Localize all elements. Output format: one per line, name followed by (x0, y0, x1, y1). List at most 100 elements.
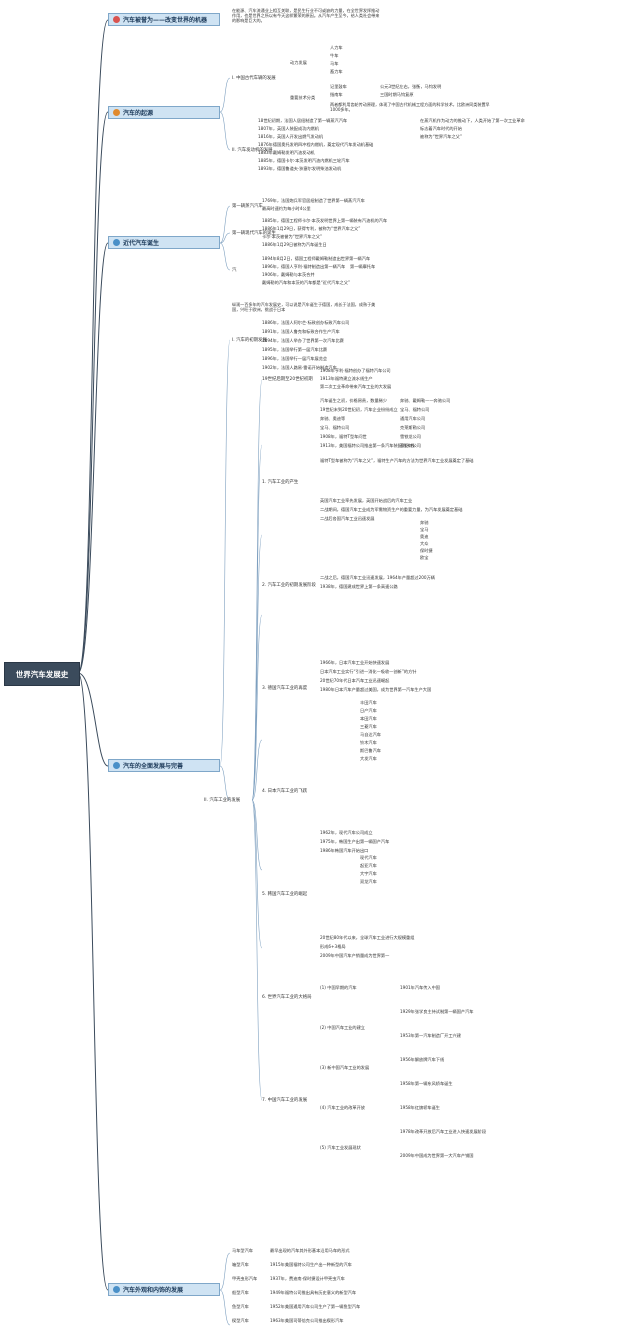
industry-sub: 5. 韩国汽车工业的崛起 (262, 892, 308, 897)
company-item: 奔驰、戴姆勒——奔驰公司 (400, 398, 451, 403)
section-4-title: 汽车的全面发展与完善 (123, 763, 184, 770)
industry-sub: 2. 汽车工业的初期发展阶段 (262, 583, 316, 588)
dot-icon (113, 762, 120, 769)
tech-text: 两者都利用齿轮传动原理，体现了中国古代机械工程方面的科学技术，比欧洲同类装置早1… (330, 102, 490, 112)
styling-desc: 1952年美国通用汽车公司生产了第一辆鱼型汽车 (270, 1304, 361, 1309)
industry-sub: 4. 日本汽车工业的飞跃 (262, 789, 308, 794)
china-sub: (4) 汽车工业的改革开放 (320, 1105, 365, 1110)
p5-item: 1938年，德国建成世界上第一条高速公路 (320, 584, 398, 589)
early-item: 1902年，法国人路易·雷诺开始制造汽车 (262, 365, 337, 370)
branch-steam-car[interactable]: 第一辆蒸汽汽车 (232, 204, 263, 209)
p2-item: 奔驰、奥迪等 (320, 416, 346, 421)
germany-brand: 保时捷 (420, 548, 433, 553)
dot-icon (113, 1286, 120, 1293)
section-3-title: 近代汽车诞生 (123, 240, 160, 247)
section-2-node[interactable]: 汽车的起源 (108, 106, 220, 119)
tech-label: 重要技术分类 (290, 95, 316, 100)
engine-item: 1816年，英国人开发出燃气发动机 (258, 134, 324, 139)
korea-brand: 双龙汽车 (360, 879, 377, 884)
s3-c-item: 戴姆勒的汽车和本茨的汽车都是“近代汽车之父” (262, 280, 351, 285)
p2-item: 1913年，美国福特公司推出第一条汽车装配流水线 (320, 443, 415, 448)
korea-item: 1962年，现代汽车公司成立 (320, 830, 373, 835)
branch-modern-car[interactable]: 第一辆现代汽车的诞生 (232, 231, 276, 236)
branch-industry-dev[interactable]: II. 汽车工业的发展 (204, 798, 241, 803)
korea-item: 1975年，韩国生产出第一辆国产汽车 (320, 839, 390, 844)
p1-item: 1908年亨利·福特创办了福特汽车公司 (320, 368, 391, 373)
p4-item: 二战后各国汽车工业迅速发展 (320, 516, 375, 521)
modern-item: 1886年1月29日被称为汽车诞生日 (262, 242, 327, 247)
industry-sub: 6. 世界汽车工业的大格局 (262, 995, 312, 1000)
germany-brand: 大众 (420, 541, 429, 546)
p2-item: 汽车诞生之初，价格昂贵，数量稀少 (320, 398, 388, 403)
modern-item: 卡尔·本茨被誉为“世界汽车之父” (262, 234, 323, 239)
section-2-title: 汽车的起源 (123, 110, 154, 117)
branch-early-dev[interactable]: I. 汽车的初期发展 (232, 338, 267, 343)
germany-brand: 奥迪 (420, 534, 429, 539)
p5-item: 二战之后，德国汽车工业迅速发展，1964年产量超过200万辆 (320, 575, 435, 580)
germany-brand: 宝马 (420, 527, 429, 532)
root-node[interactable]: 世界汽车发展史 (4, 662, 80, 686)
china-sub: (5) 汽车工业发展现状 (320, 1145, 361, 1150)
industry-sub: 1. 汽车工业的产生 (262, 480, 299, 485)
early-item: 1891年，法国人鲁克和标致合作生产汽车 (262, 329, 340, 334)
korea-brand: 大宇汽车 (360, 871, 377, 876)
engine-item: 1885年，德国卡尔·本茨发明汽油内燃机三轮汽车 (258, 158, 350, 163)
china-item: 1958年红旗轿车诞生 (400, 1105, 440, 1110)
engine-item: 1876年德国奥托发明四冲程内燃机，奠定现代汽车发动机基础 (258, 142, 374, 147)
section-5-node[interactable]: 汽车外观和内饰的发展 (108, 1283, 220, 1296)
power-item: 马车 (330, 61, 339, 66)
world-item: 20世纪80年代以来，全球汽车工业进行大规模重组 (320, 935, 415, 940)
tech-note: 三国时期马钧复原 (380, 92, 414, 97)
china-item: 1901年汽车传入中国 (400, 985, 440, 990)
styling-type[interactable]: 甲壳虫形汽车 (232, 1276, 258, 1281)
styling-type[interactable]: 船型汽车 (232, 1290, 249, 1295)
tech-item: 指南车 (330, 92, 343, 97)
styling-type[interactable]: 鱼型汽车 (232, 1304, 249, 1309)
germany-brand: 奔驰 (420, 520, 429, 525)
section-1-node[interactable]: 汽车被誉为——改变世界的机器 (108, 13, 220, 26)
tech-item: 记里鼓车 (330, 84, 347, 89)
steam-item: 最高时速约为每小时4公里 (262, 206, 311, 211)
styling-type[interactable]: 马车型汽车 (232, 1248, 253, 1253)
world-item: 2009年中国汽车产销量成为世界第一 (320, 953, 390, 958)
dot-icon (113, 16, 120, 23)
china-item: 1953年第一汽车制造厂开工兴建 (400, 1033, 461, 1038)
early-item: 1895年，法国举行第一届汽车比赛 (262, 347, 328, 352)
world-item: 形成6+3格局 (320, 944, 346, 949)
s3-c-item: 1906年，戴姆勒与本茨合并 (262, 272, 315, 277)
p4-item: 二战期间，德国汽车工业成为军需物资生产的重要力量，为汽车发展奠定基础 (320, 507, 463, 512)
japan-brand: 大发汽车 (360, 756, 377, 761)
p2-item: 1908年，福特T型车问世 (320, 434, 367, 439)
modern-item: 1885年，德国工程师卡尔·本茨发明世界上第一辆装有汽油机的汽车 (262, 218, 388, 223)
section-4-node[interactable]: 汽车的全面发展与完善 (108, 759, 220, 772)
germany-brand: 欧宝 (420, 555, 429, 560)
styling-type[interactable]: 楔型汽车 (232, 1318, 249, 1323)
power-item: 牛车 (330, 53, 339, 58)
korea-item: 1986年韩国汽车开始出口 (320, 848, 369, 853)
section-5-title: 汽车外观和内饰的发展 (123, 1287, 184, 1294)
styling-desc: 1937年，费迪南·保时捷设计甲壳虫汽车 (270, 1276, 345, 1281)
p2-item: 宝马、福特公司 (320, 425, 350, 430)
branch-engine[interactable]: II. 汽车发动机的发展 (232, 148, 273, 153)
branch-s3-c[interactable]: 汽 (232, 268, 237, 273)
japan-item: 1980年日本汽车产量超过美国，成为世界第一汽车生产大国 (320, 687, 432, 692)
company-item: 宝马、福特公司 (400, 407, 430, 412)
japan-item: 20世纪70年代日本汽车工业迅速崛起 (320, 678, 390, 683)
japan-brand: 铃木汽车 (360, 740, 377, 745)
engine-item: 1883年戴姆勒发明汽油发动机 (258, 150, 315, 155)
early-item: 1896年，法国举行一届汽车展览会 (262, 356, 328, 361)
styling-type[interactable]: 箱型汽车 (232, 1262, 249, 1267)
branch-ancient-vehicles[interactable]: I. 中国古代车辆的发展 (232, 76, 276, 81)
china-sub: (1) 中国早期的汽车 (320, 985, 357, 990)
power-label: 动力发展 (290, 60, 307, 65)
p4-item: 英国汽车工业率先发展，英国开始战后的汽车工业 (320, 498, 413, 503)
industry-sub: 19世纪后期至20世纪初期 (262, 377, 313, 382)
japan-item: 1966年，日本汽车工业开始快速发展 (320, 660, 390, 665)
china-sub: (3) 新中国汽车工业的发展 (320, 1065, 370, 1070)
engine-note: 在蒸汽机作为动力的推动下，人类开始了第一次工业革命 (420, 118, 525, 123)
styling-desc: 1963年美国司蒂倍克公司推出楔形汽车 (270, 1318, 344, 1323)
early-item: 1886年，法国人阿尔芒·标致创办标致汽车公司 (262, 320, 350, 325)
china-item: 1978年改革开放后汽车工业进入快速发展阶段 (400, 1129, 487, 1134)
china-item: 1929年张学良主持试制第一辆国产汽车 (400, 1009, 474, 1014)
section-3-node[interactable]: 近代汽车诞生 (108, 236, 220, 249)
